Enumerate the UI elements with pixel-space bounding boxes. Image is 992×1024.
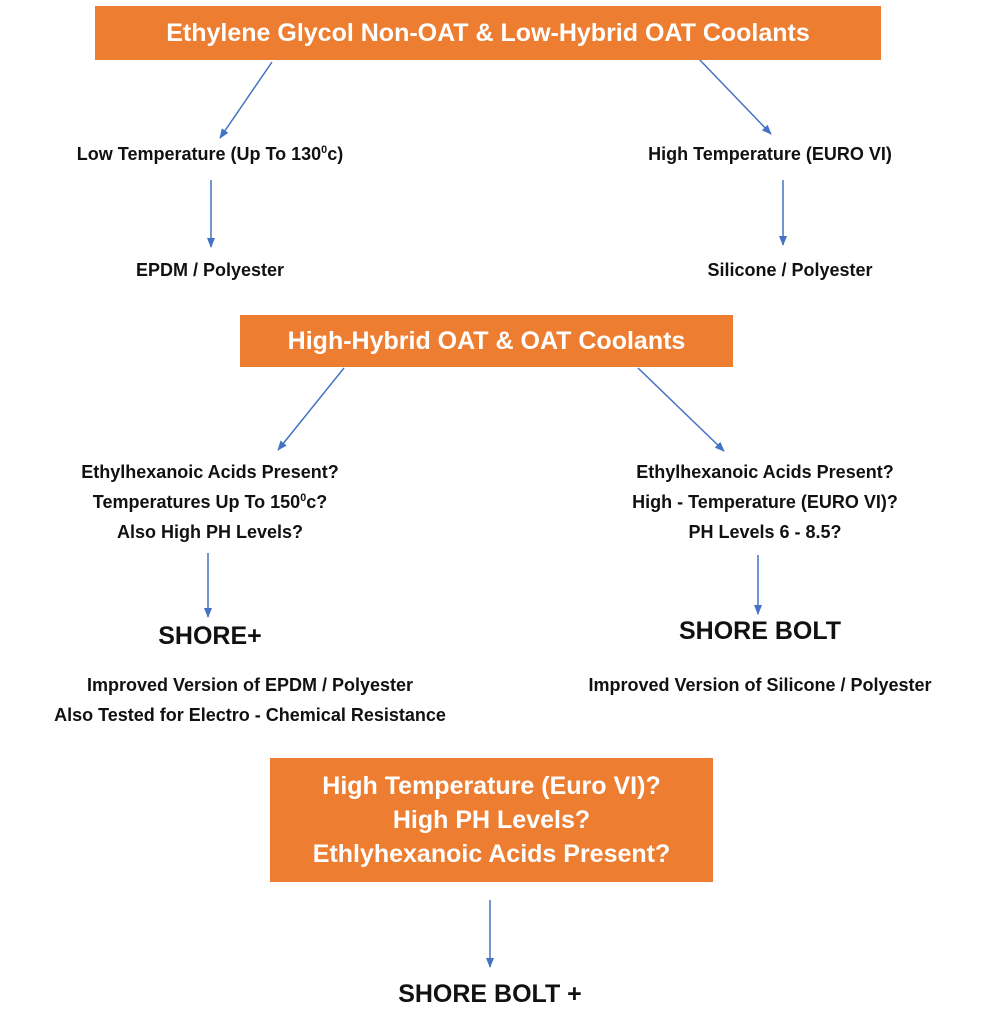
high-hybrid-oat-coolants-title: High-Hybrid OAT & OAT Coolants	[287, 326, 686, 355]
epdm-polyester-text: EPDM / Polyester	[135, 260, 285, 280]
low-temperature-text: Low Temperature (Up To 1300c)	[20, 144, 400, 165]
box3-line1: High Temperature (Euro VI)?	[322, 772, 661, 800]
low-temperature-label: Low Temperature (Up To 1300c)	[20, 144, 400, 165]
shore-bolt-plus-name: SHORE BOLT +	[398, 980, 582, 1008]
shore-bolt-description: Improved Version of Silicone / Polyester	[530, 670, 990, 700]
left-question-line2-suffix: c?	[306, 492, 328, 512]
arrow-box2-to-left-question	[277, 367, 345, 451]
low-temperature-main: Low Temperature (Up To 130	[76, 144, 322, 164]
left-question-line2-main: Temperatures Up To 150	[92, 492, 301, 512]
low-temperature-degree: 0	[321, 144, 328, 156]
right-question-block: Ethylhexanoic Acids Present? High - Temp…	[575, 457, 955, 547]
shore-bolt-plus-product: SHORE BOLT +	[300, 980, 680, 1009]
left-question-line3: Also High PH Levels?	[116, 522, 304, 542]
shore-plus-desc-line1: Improved Version of EPDM / Polyester	[86, 675, 414, 695]
shore-bolt-product: SHORE BOLT	[570, 617, 950, 646]
shore-bolt-desc-line1: Improved Version of Silicone / Polyester	[588, 675, 932, 695]
right-question-line3: PH Levels 6 - 8.5?	[688, 522, 842, 542]
shore-bolt-name: SHORE BOLT	[678, 617, 842, 645]
right-question-line2: High - Temperature (EURO VI)?	[632, 492, 898, 512]
arrow-box2-to-right-question	[637, 367, 725, 452]
ethylene-glycol-coolants-box: Ethylene Glycol Non-OAT & Low-Hybrid OAT…	[95, 6, 881, 60]
ethylene-glycol-coolants-title: Ethylene Glycol Non-OAT & Low-Hybrid OAT…	[166, 18, 810, 47]
shore-plus-description: Improved Version of EPDM / Polyester Als…	[0, 670, 500, 730]
left-question-line2: Temperatures Up To 1500c?	[20, 487, 400, 517]
shore-plus-desc-line2: Also Tested for Electro - Chemical Resis…	[54, 705, 446, 725]
arrow-box1-to-low-temp	[219, 61, 273, 139]
shore-plus-product: SHORE+	[20, 622, 400, 651]
right-question-line1: Ethylhexanoic Acids Present?	[636, 462, 894, 482]
high-hybrid-oat-coolants-box: High-Hybrid OAT & OAT Coolants	[240, 315, 733, 367]
left-question-line2-degree: 0	[300, 492, 307, 504]
box3-line3: Ethlyhexanoic Acids Present?	[312, 840, 671, 868]
low-temperature-suffix: c)	[327, 144, 344, 164]
shore-plus-name: SHORE+	[158, 622, 262, 650]
box3-line2: High PH Levels?	[392, 806, 591, 834]
high-temperature-text: High Temperature (EURO VI)	[648, 144, 892, 164]
left-question-block: Ethylhexanoic Acids Present? Temperature…	[20, 457, 400, 547]
arrow-box1-to-high-temp	[697, 57, 772, 135]
silicone-polyester-text: Silicone / Polyester	[707, 260, 873, 280]
high-temperature-label: High Temperature (EURO VI)	[580, 144, 960, 165]
epdm-polyester-label: EPDM / Polyester	[20, 260, 400, 281]
left-question-line1: Ethylhexanoic Acids Present?	[81, 462, 339, 482]
silicone-polyester-label: Silicone / Polyester	[600, 260, 980, 281]
high-temperature-questions-box: High Temperature (Euro VI)? High PH Leve…	[270, 758, 713, 882]
